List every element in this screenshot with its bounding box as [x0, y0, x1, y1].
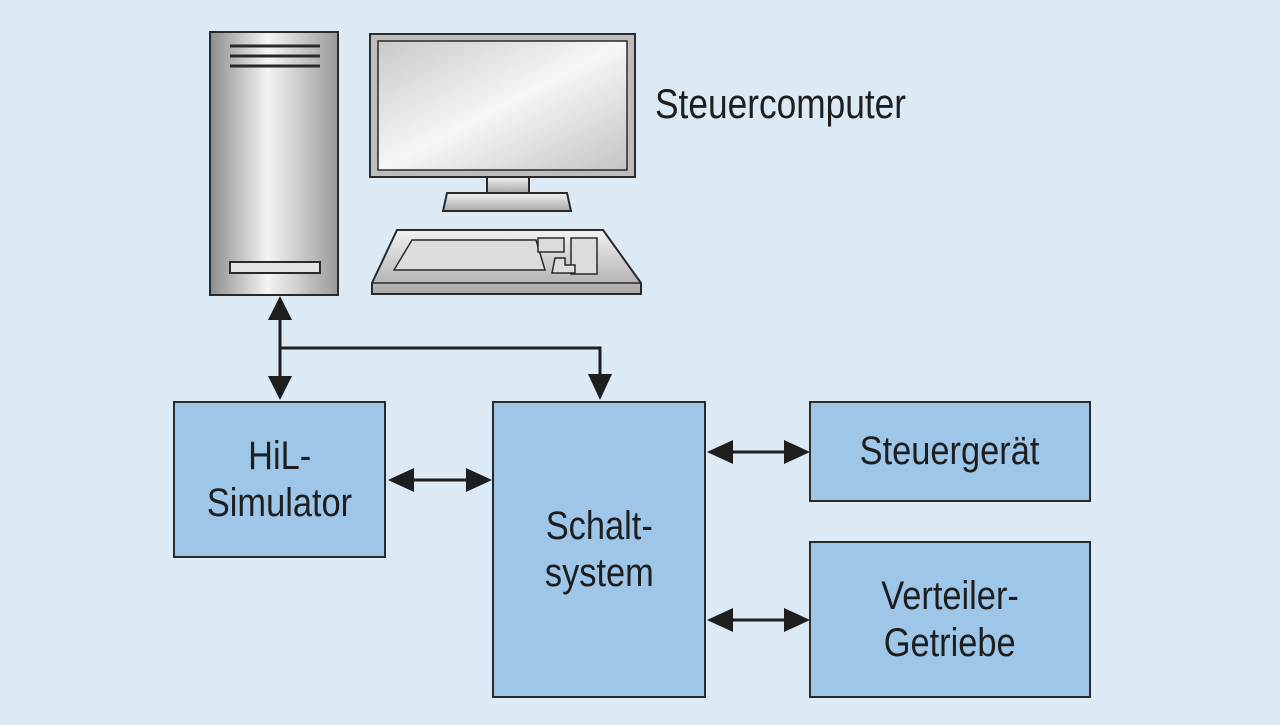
verteiler-line1: Verteiler- — [881, 574, 1019, 619]
monitor-icon — [369, 33, 636, 212]
steuergeraet-label: Steuergerät — [860, 429, 1040, 474]
pc-tower-icon — [209, 31, 339, 296]
hil-simulator-box: HiL- Simulator — [173, 401, 386, 558]
connector-lines — [278, 318, 784, 622]
steuercomputer-label: Steuercomputer — [655, 80, 907, 127]
schalt-line1: Schalt- — [545, 504, 653, 549]
hil-line2: Simulator — [206, 480, 353, 525]
steuergeraet-box: Steuergerät — [809, 401, 1091, 502]
schaltsystem-box: Schalt- system — [492, 401, 706, 698]
arrowheads — [268, 296, 810, 632]
verteilergetriebe-box: Verteiler- Getriebe — [809, 541, 1091, 698]
hil-line1: HiL- — [247, 434, 312, 479]
verteiler-line2: Getriebe — [884, 620, 1016, 665]
keyboard-icon — [371, 229, 642, 295]
schalt-line2: system — [544, 550, 654, 595]
